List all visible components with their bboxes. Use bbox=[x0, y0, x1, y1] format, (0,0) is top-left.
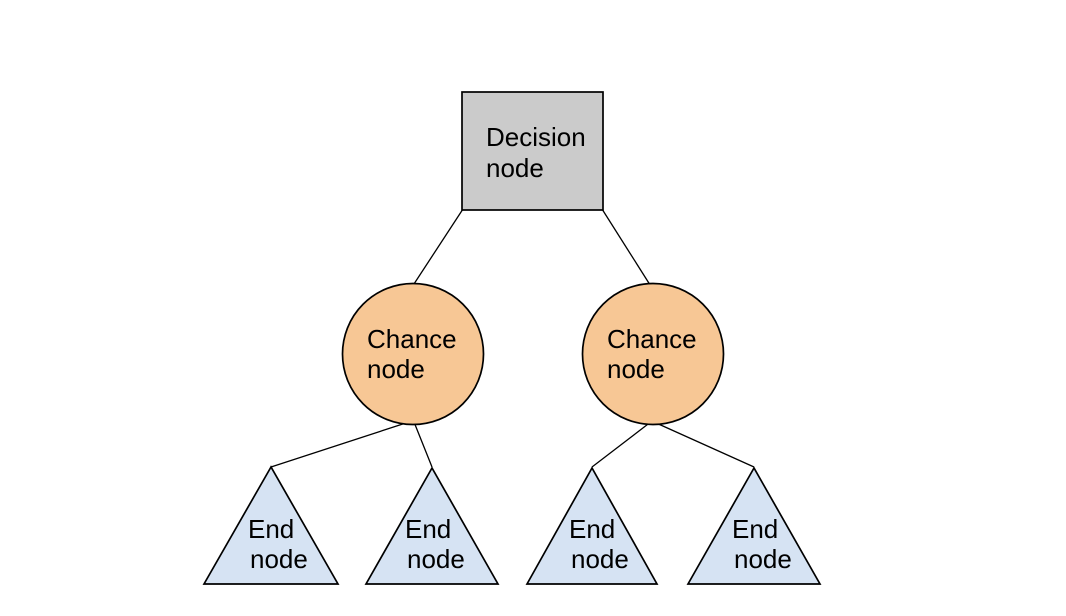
end-node-1-label-line2: node bbox=[250, 544, 308, 574]
chance-node-left-shape bbox=[341, 282, 485, 426]
node-labels: Decision node Chance node Chance node En… bbox=[248, 122, 792, 574]
end-node-4-shape bbox=[686, 466, 822, 585]
edge-chance-left-to-end-2 bbox=[413, 421, 433, 468]
end-node-3-label-line1: End bbox=[569, 514, 615, 544]
diagram-root: Decision node Chance node Chance node En… bbox=[202, 91, 822, 585]
edge-decision-to-chance-left bbox=[411, 208, 464, 288]
chance-node-right-label-line2: node bbox=[607, 354, 665, 384]
end-node-4-label-line2: node bbox=[734, 544, 792, 574]
end-node-2-label-line2: node bbox=[407, 544, 465, 574]
chance-node-left-label-line1: Chance bbox=[367, 324, 457, 354]
end-node-4-label-line1: End bbox=[732, 514, 778, 544]
decision-node-label-line2: node bbox=[486, 153, 544, 183]
end-node-3-shape bbox=[525, 466, 659, 585]
edge-chance-right-to-end-4 bbox=[653, 421, 755, 468]
decision-node-label-line1: Decision bbox=[486, 122, 586, 152]
end-node-1-label-line1: End bbox=[248, 514, 294, 544]
end-node-1-shape bbox=[202, 465, 340, 585]
chance-node-right-shape bbox=[581, 282, 725, 426]
edge-decision-to-chance-right bbox=[601, 208, 653, 289]
edge-chance-left-to-end-1 bbox=[270, 420, 413, 468]
end-node-3-label-line2: node bbox=[571, 544, 629, 574]
chance-node-right-label-line1: Chance bbox=[607, 324, 697, 354]
end-node-2-shape bbox=[364, 466, 500, 585]
end-node-2-label-line1: End bbox=[405, 514, 451, 544]
chance-node-left-label-line2: node bbox=[367, 354, 425, 384]
decision-node-shape bbox=[461, 91, 604, 211]
edge-chance-right-to-end-3 bbox=[591, 420, 653, 468]
